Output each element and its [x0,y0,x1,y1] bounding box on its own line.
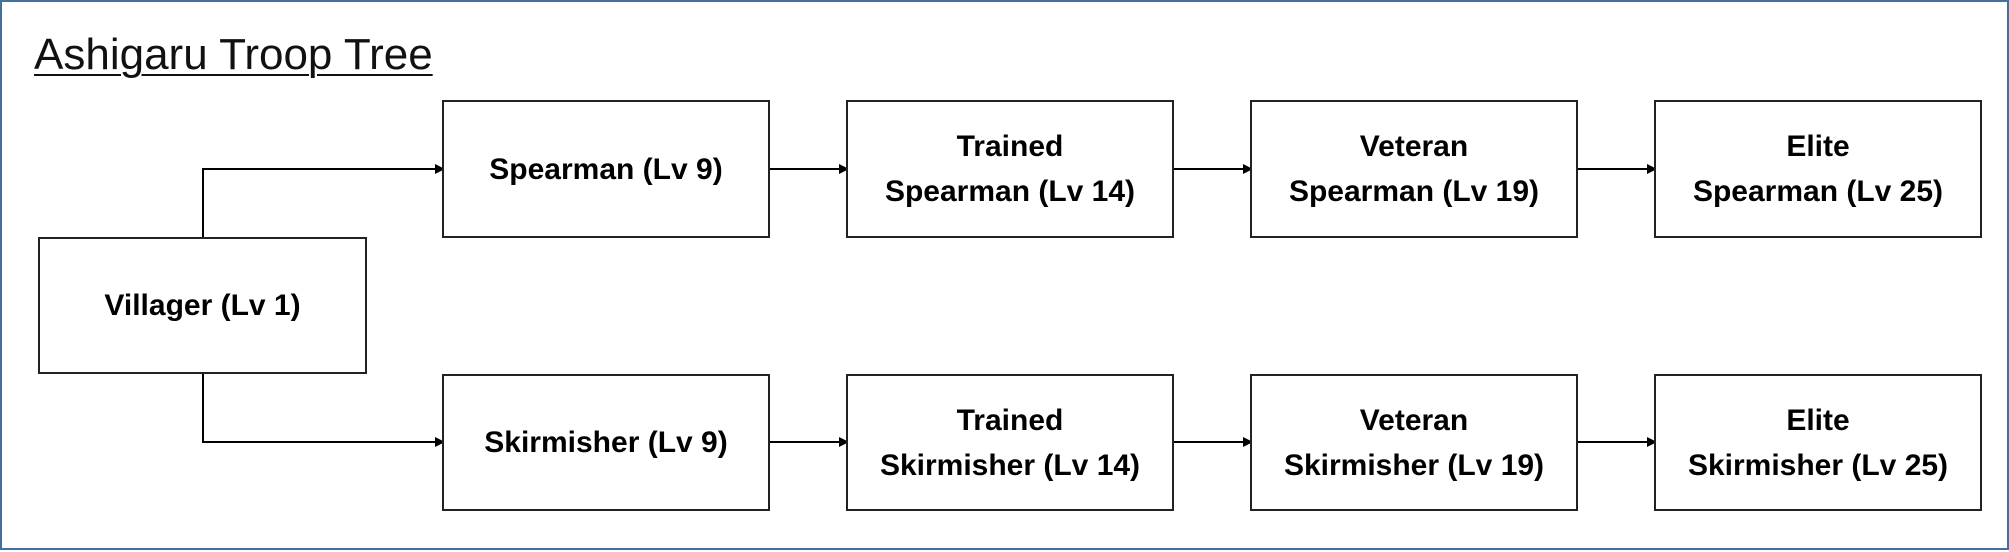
node-trained-skirmisher: Trained Skirmisher (Lv 14) [846,374,1174,511]
edge-villager-to-skirmisher [202,374,445,447]
node-veteran-spearman: Veteran Spearman (Lv 19) [1250,100,1578,238]
node-elite-skirmisher: Elite Skirmisher (Lv 25) [1654,374,1982,511]
node-elite-spearman: Elite Spearman (Lv 25) [1654,100,1982,238]
edge-villager-to-spearman [202,164,445,237]
node-villager: Villager (Lv 1) [38,237,367,374]
node-trained-spearman: Trained Spearman (Lv 14) [846,100,1174,238]
node-veteran-skirmisher: Veteran Skirmisher (Lv 19) [1250,374,1578,511]
diagram-title: Ashigaru Troop Tree [34,30,433,79]
node-spearman: Spearman (Lv 9) [442,100,770,238]
node-skirmisher: Skirmisher (Lv 9) [442,374,770,511]
